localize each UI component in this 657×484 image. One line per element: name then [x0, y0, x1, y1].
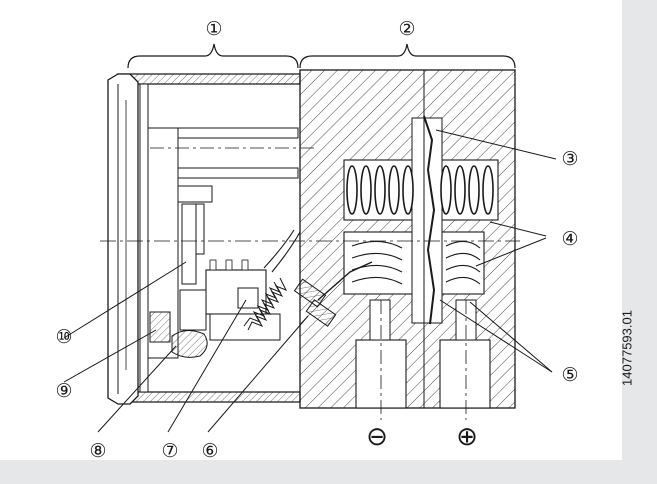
callout-1: ①	[205, 18, 223, 40]
leader-lines	[63, 129, 557, 433]
switch-housing	[107, 73, 301, 405]
brace-1	[127, 43, 299, 69]
callout-6: ⑥	[201, 440, 219, 462]
port-plus-sign: ⊕	[456, 422, 478, 452]
callout-3: ③	[561, 148, 579, 170]
brace-2	[299, 43, 516, 69]
port-minus-sign: ⊖	[366, 422, 388, 452]
callout-2: ②	[398, 18, 416, 40]
callout-4: ④	[561, 228, 579, 250]
callout-7: ⑦	[161, 440, 179, 462]
callout-10: ⑩	[55, 326, 73, 348]
pressure-body	[293, 69, 516, 409]
callout-8: ⑧	[89, 440, 107, 462]
callout-5: ⑤	[561, 364, 579, 386]
document-number-text: 14077593.01	[619, 310, 635, 386]
callout-9: ⑨	[55, 380, 73, 402]
